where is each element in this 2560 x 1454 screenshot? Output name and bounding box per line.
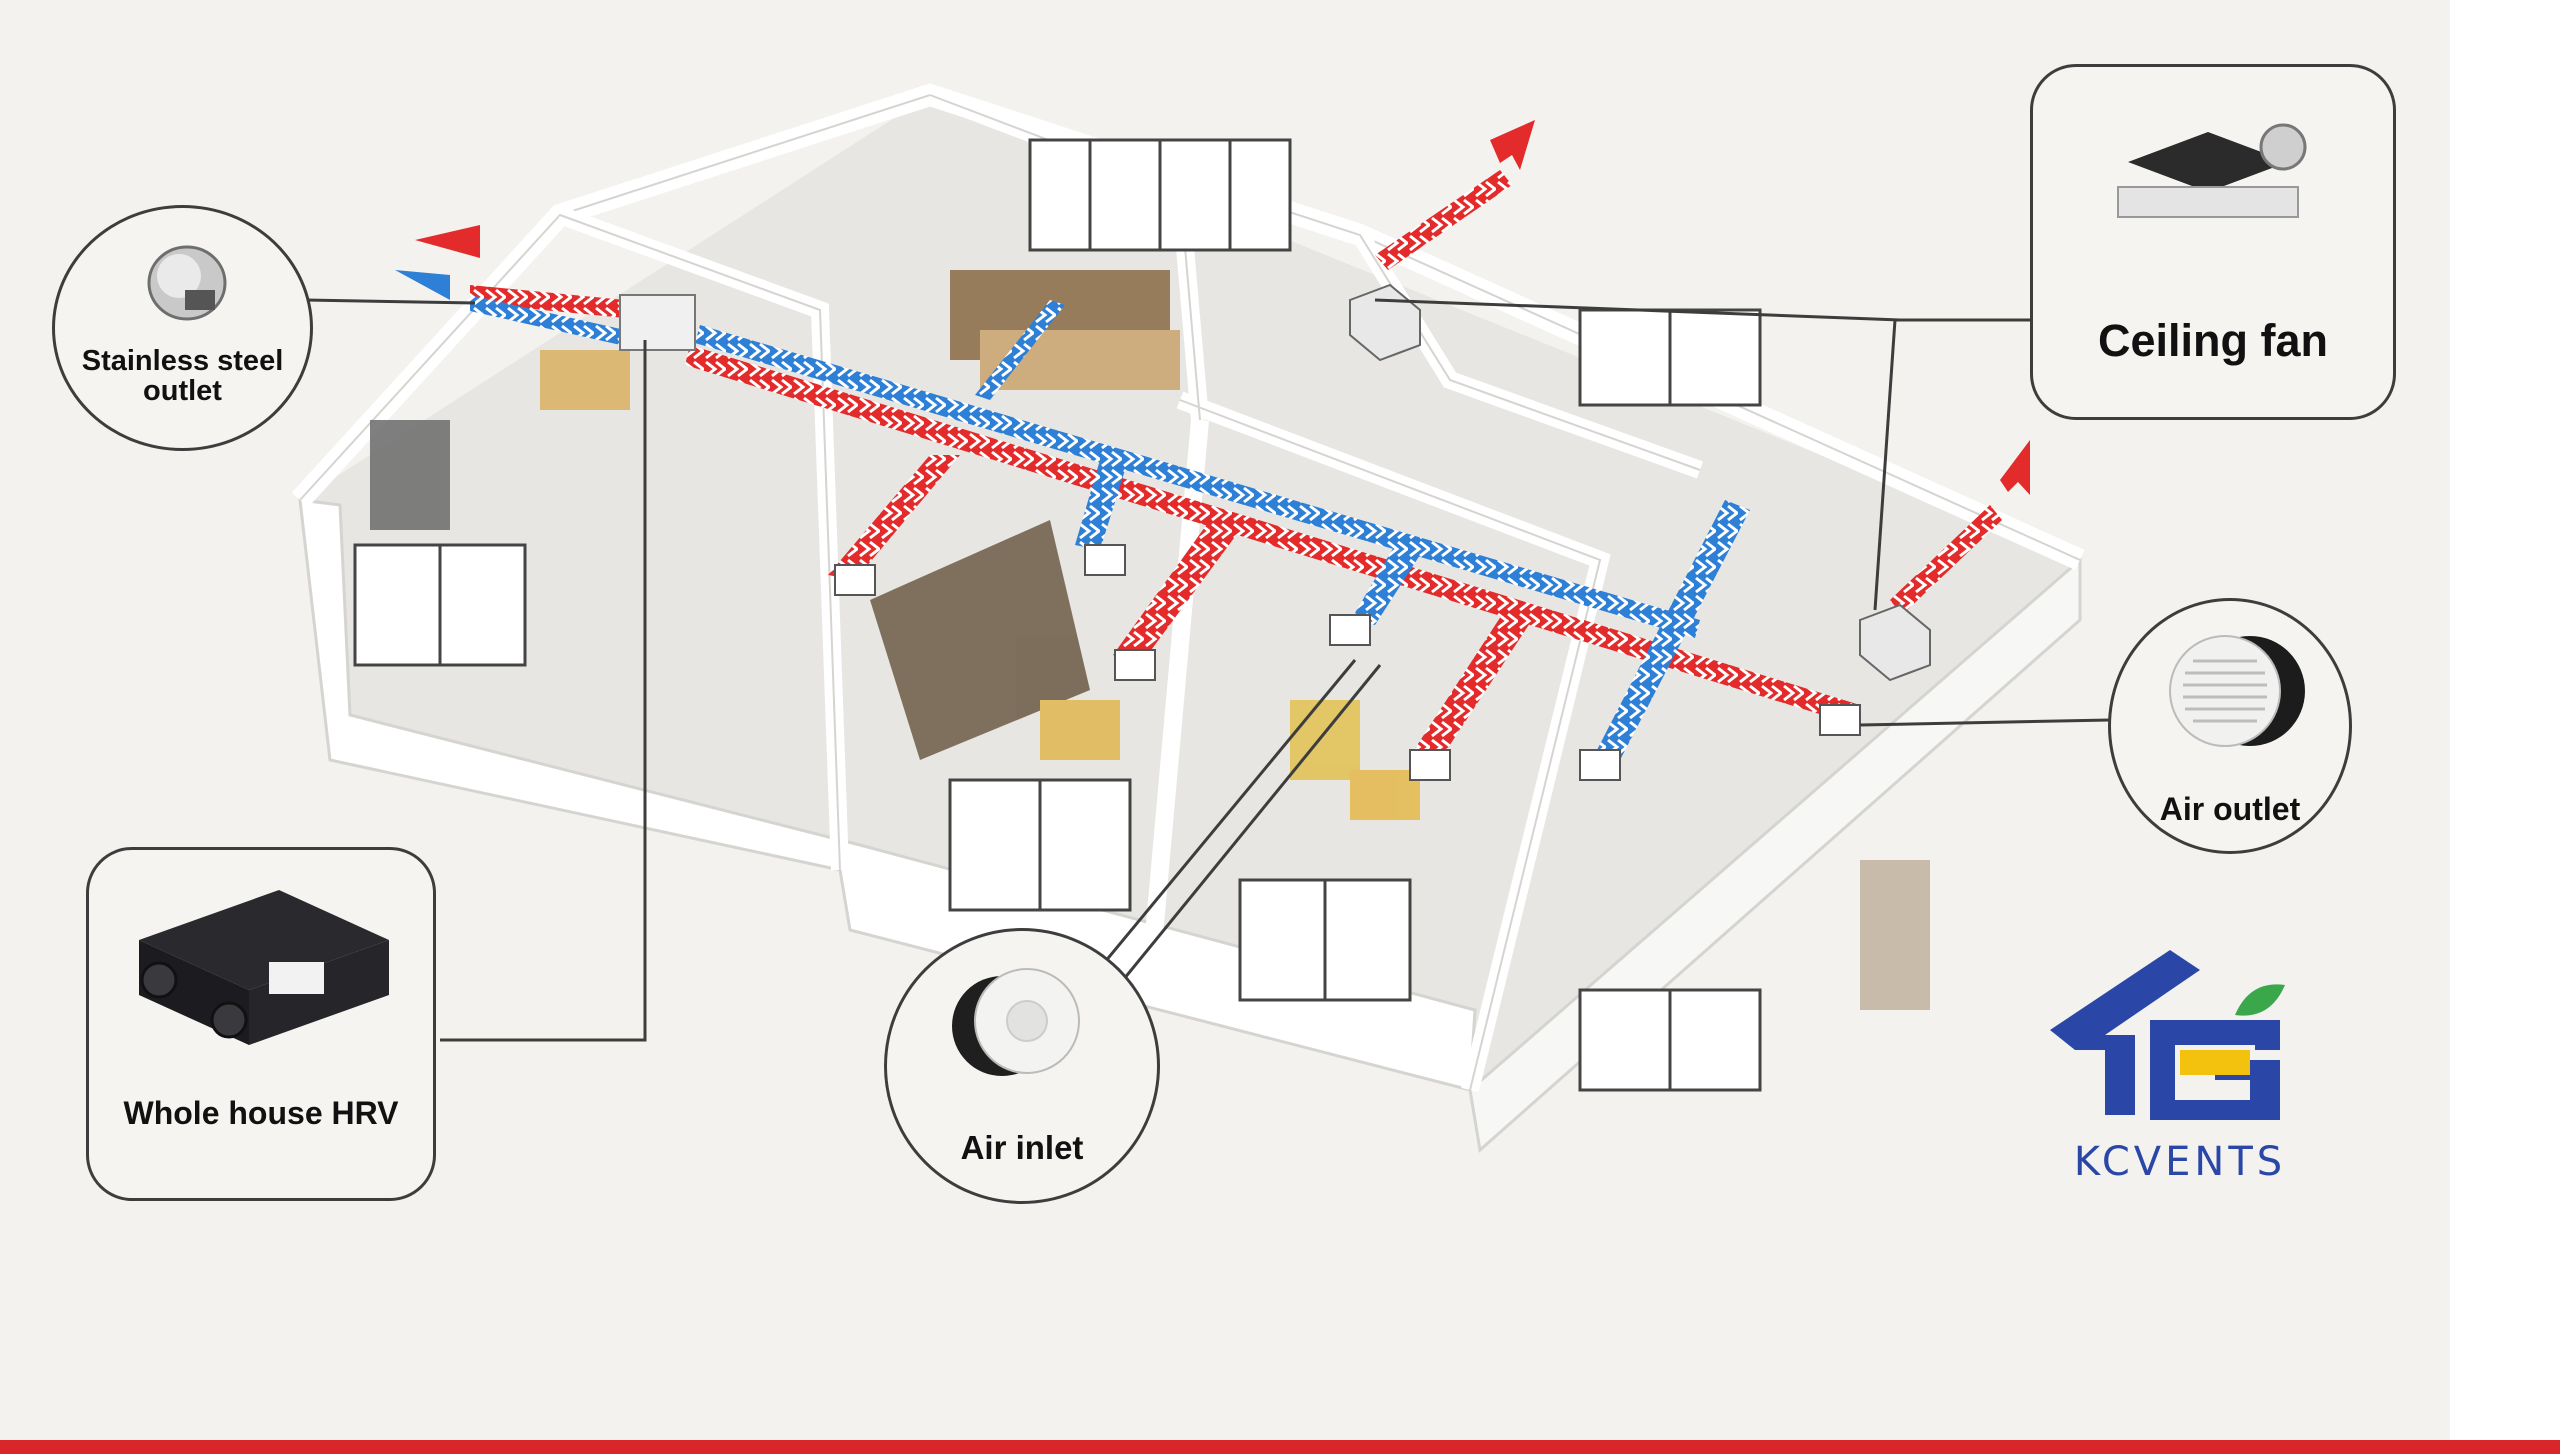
stainless-outlet-icon <box>147 245 227 321</box>
kcvents-logo-text: KCVENTS <box>2073 1139 2287 1185</box>
air-outlet-callout: Air outlet <box>2108 598 2352 854</box>
stainless-outlet-callout: Stainless steel outlet <box>52 205 313 451</box>
hrv-unit <box>619 294 696 351</box>
ceiling-fan-label: Ceiling fan <box>2097 315 2328 366</box>
kcvents-logo: KCVENTS <box>2050 940 2310 1210</box>
diffusers <box>834 544 1861 781</box>
air-outlet-icon <box>2169 635 2305 747</box>
exhaust-arrows <box>395 120 2030 495</box>
exhaust-ducts <box>470 295 1750 760</box>
page-margin-right <box>2450 0 2560 1454</box>
hrv-unit-icon <box>139 890 389 1045</box>
ceiling-fan-boxes <box>1349 283 1931 682</box>
air-inlet-callout: Air inlet <box>884 928 1160 1204</box>
supply-ducts <box>470 170 2002 760</box>
leader-lines <box>304 298 2111 1042</box>
windows <box>353 138 1762 1092</box>
air-inlet-icon <box>952 968 1080 1076</box>
air-inlet-label: Air inlet <box>960 1129 1084 1166</box>
hrv-callout: Whole house HRV <box>86 847 436 1201</box>
ceiling-fan-icon <box>2117 123 2307 218</box>
stainless-outlet-label: Stainless steel outlet <box>81 345 284 407</box>
air-outlet-label: Air outlet <box>2159 791 2301 827</box>
furniture <box>370 270 1930 1010</box>
hrv-label: Whole house HRV <box>123 1095 399 1131</box>
page-edge-bottom <box>0 1440 2560 1454</box>
ceiling-fan-callout: Ceiling fan <box>2030 64 2396 420</box>
kcvents-logo-mark <box>2050 950 2285 1120</box>
